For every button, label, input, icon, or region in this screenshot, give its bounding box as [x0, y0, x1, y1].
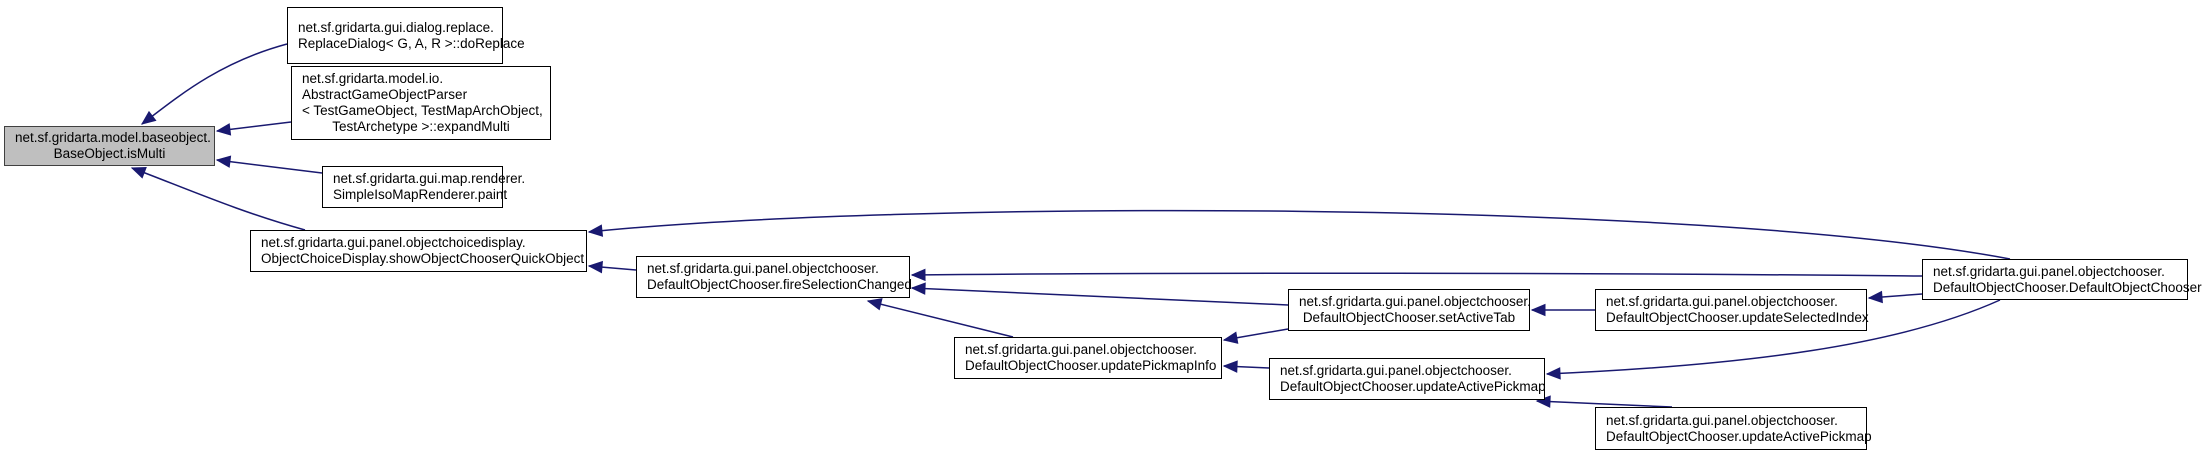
node-label-line: DefaultObjectChooser.updatePickmapInfo	[965, 358, 1217, 373]
node-label-line: DefaultObjectChooser.DefaultObjectChoose…	[1933, 279, 2202, 295]
arrowhead-icon	[1222, 360, 1238, 373]
arrowhead-icon	[1545, 367, 1561, 380]
node-label-line: net.sf.gridarta.gui.panel.objectchooser.	[1299, 294, 1531, 309]
node-expandMulti[interactable]: net.sf.gridarta.model.io.AbstractGameObj…	[291, 66, 551, 140]
node-label-line: net.sf.gridarta.gui.panel.objectchooser.	[1606, 412, 1838, 428]
node-label-line: DefaultObjectChooser.updateActivePickmap	[1606, 428, 1872, 444]
node-label-line: ObjectChoiceDisplay.showObjectChooserQui…	[261, 251, 585, 266]
node-label-line: net.sf.gridarta.gui.dialog.replace.	[298, 19, 494, 35]
arrowhead-icon	[140, 110, 157, 125]
node-label-line: DefaultObjectChooser.updateSelectedIndex	[1606, 310, 1869, 325]
node-label-line: net.sf.gridarta.gui.panel.objectchooser.	[1606, 294, 1838, 309]
node-label-line: net.sf.gridarta.gui.map.renderer.	[333, 171, 526, 186]
arrowhead-icon	[910, 268, 926, 282]
arrowhead-icon	[1867, 290, 1883, 304]
node-label-line: AbstractGameObjectParser	[302, 87, 468, 102]
arrowhead-icon	[866, 298, 883, 311]
node-paint[interactable]: net.sf.gridarta.gui.map.renderer.SimpleI…	[322, 166, 526, 208]
node-label-line: net.sf.gridarta.model.io.	[302, 71, 444, 86]
edge-showQuick-to-isMulti	[131, 167, 306, 231]
node-label-line: DefaultObjectChooser.updateActivePickmap	[1280, 379, 1546, 394]
node-ctor[interactable]: net.sf.gridarta.gui.panel.objectchooser.…	[1922, 259, 2202, 300]
edge-doReplace-to-isMulti	[141, 43, 288, 125]
node-fireSel[interactable]: net.sf.gridarta.gui.panel.objectchooser.…	[636, 256, 912, 298]
node-label-line: net.sf.gridarta.model.baseobject.	[15, 130, 211, 145]
node-label-line: net.sf.gridarta.gui.panel.objectchooser.	[1280, 363, 1512, 378]
node-label-line: net.sf.gridarta.gui.panel.objectchooser.	[965, 342, 1197, 357]
node-label-line: net.sf.gridarta.gui.panel.objectchooser.	[1933, 263, 2165, 279]
node-label-line: net.sf.gridarta.gui.panel.objectchooser.	[647, 261, 879, 276]
edge-paint-to-isMulti	[216, 159, 323, 174]
node-isMulti[interactable]: net.sf.gridarta.model.baseobject.BaseObj…	[4, 126, 215, 166]
node-label-line: BaseObject.isMulti	[53, 146, 166, 161]
node-updPickInfo[interactable]: net.sf.gridarta.gui.panel.objectchooser.…	[954, 337, 1222, 379]
node-label-line: net.sf.gridarta.gui.panel.objectchoicedi…	[261, 235, 526, 250]
node-label-line: DefaultObjectChooser.setActiveTab	[1302, 310, 1516, 325]
node-label-line: TestArchetype >::expandMulti	[332, 119, 510, 134]
arrowhead-icon	[215, 123, 232, 136]
edge-ctor-to-showQuick	[588, 209, 2011, 260]
node-label-line: ReplaceDialog< G, A, R >::doReplace	[298, 35, 525, 51]
arrowhead-icon	[587, 224, 604, 237]
arrowhead-icon	[130, 166, 147, 179]
arrowhead-icon	[910, 282, 926, 295]
arrowhead-icon	[1222, 331, 1239, 344]
node-setActiveTab[interactable]: net.sf.gridarta.gui.panel.objectchooser.…	[1288, 289, 1531, 331]
edge-updActPick2-to-updActPick1	[1536, 400, 1673, 408]
node-label-line: SimpleIsoMapRenderer.paint	[333, 187, 508, 202]
edge-setActiveTab-to-fireSel	[911, 287, 1289, 306]
node-updActPick2[interactable]: net.sf.gridarta.gui.panel.objectchooser.…	[1595, 407, 1872, 450]
node-showQuick[interactable]: net.sf.gridarta.gui.panel.objectchoicedi…	[250, 230, 587, 272]
arrowhead-icon	[1530, 303, 1546, 317]
edge-updPickInfo-to-fireSel	[867, 300, 1014, 338]
node-doReplace[interactable]: net.sf.gridarta.gui.dialog.replace.Repla…	[287, 7, 525, 64]
edge-ctor-to-updActPick1	[1546, 299, 2001, 375]
node-updSelIdx[interactable]: net.sf.gridarta.gui.panel.objectchooser.…	[1595, 289, 1869, 331]
arrowhead-icon	[215, 155, 232, 168]
node-label-line: < TestGameObject, TestMapArchObject,	[302, 103, 543, 118]
arrowhead-icon	[587, 260, 603, 274]
node-label-line: DefaultObjectChooser.fireSelectionChange…	[647, 277, 912, 292]
edge-ctor-to-fireSel	[911, 272, 1923, 277]
node-updActPick1[interactable]: net.sf.gridarta.gui.panel.objectchooser.…	[1269, 358, 1546, 400]
